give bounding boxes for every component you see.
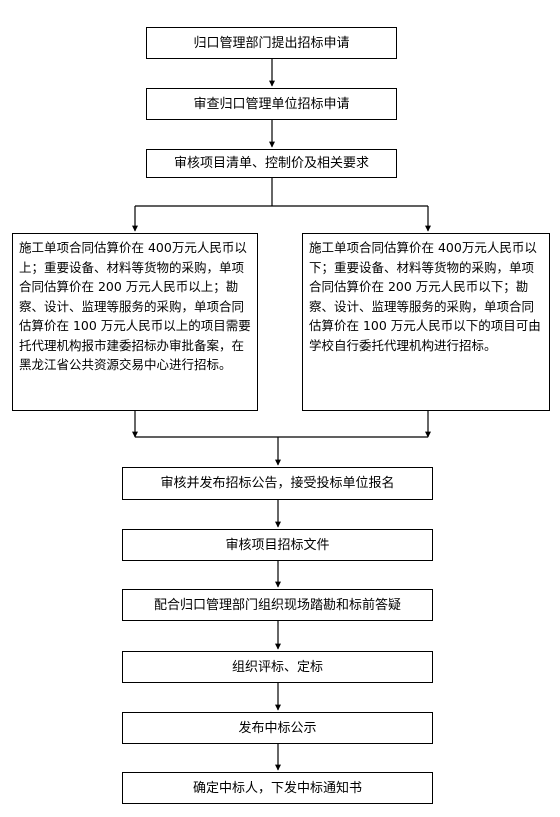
step-9-box: 确定中标人，下发中标通知书 bbox=[122, 772, 433, 804]
step-8-box: 发布中标公示 bbox=[122, 712, 433, 744]
step-1-label: 归口管理部门提出招标申请 bbox=[193, 35, 350, 51]
step-3-label: 审核项目清单、控制价及相关要求 bbox=[173, 156, 369, 171]
left-branch-box: 施工单项合同估算价在 400万元人民币以上；重要设备、材料等货物的采购，单项合同… bbox=[12, 233, 258, 411]
step-6-label: 配合归口管理部门组织现场踏勘和标前答疑 bbox=[153, 597, 401, 613]
right-branch-box: 施工单项合同估算价在 400万元人民币以下；重要设备、材料等货物的采购，单项合同… bbox=[302, 233, 550, 411]
step-7-label: 组织评标、定标 bbox=[231, 659, 323, 675]
step-6-box: 配合归口管理部门组织现场踏勘和标前答疑 bbox=[122, 589, 433, 621]
step-3-box: 审核项目清单、控制价及相关要求 bbox=[146, 149, 397, 178]
step-2-box: 审查归口管理单位招标申请 bbox=[146, 88, 397, 120]
step-9-label: 确定中标人，下发中标通知书 bbox=[192, 780, 362, 796]
step-1-box: 归口管理部门提出招标申请 bbox=[146, 27, 397, 59]
step-7-box: 组织评标、定标 bbox=[122, 651, 433, 683]
step-4-label: 审核并发布招标公告，接受投标单位报名 bbox=[160, 476, 395, 491]
step-4-box: 审核并发布招标公告，接受投标单位报名 bbox=[122, 467, 433, 500]
step-8-label: 发布中标公示 bbox=[238, 720, 317, 736]
step-5-label: 审核项目招标文件 bbox=[225, 537, 330, 553]
step-5-box: 审核项目招标文件 bbox=[122, 529, 433, 561]
step-2-label: 审查归口管理单位招标申请 bbox=[193, 96, 350, 112]
right-branch-text: 施工单项合同估算价在 400万元人民币以下；重要设备、材料等货物的采购，单项合同… bbox=[309, 240, 541, 353]
left-branch-text: 施工单项合同估算价在 400万元人民币以上；重要设备、材料等货物的采购，单项合同… bbox=[19, 240, 251, 372]
